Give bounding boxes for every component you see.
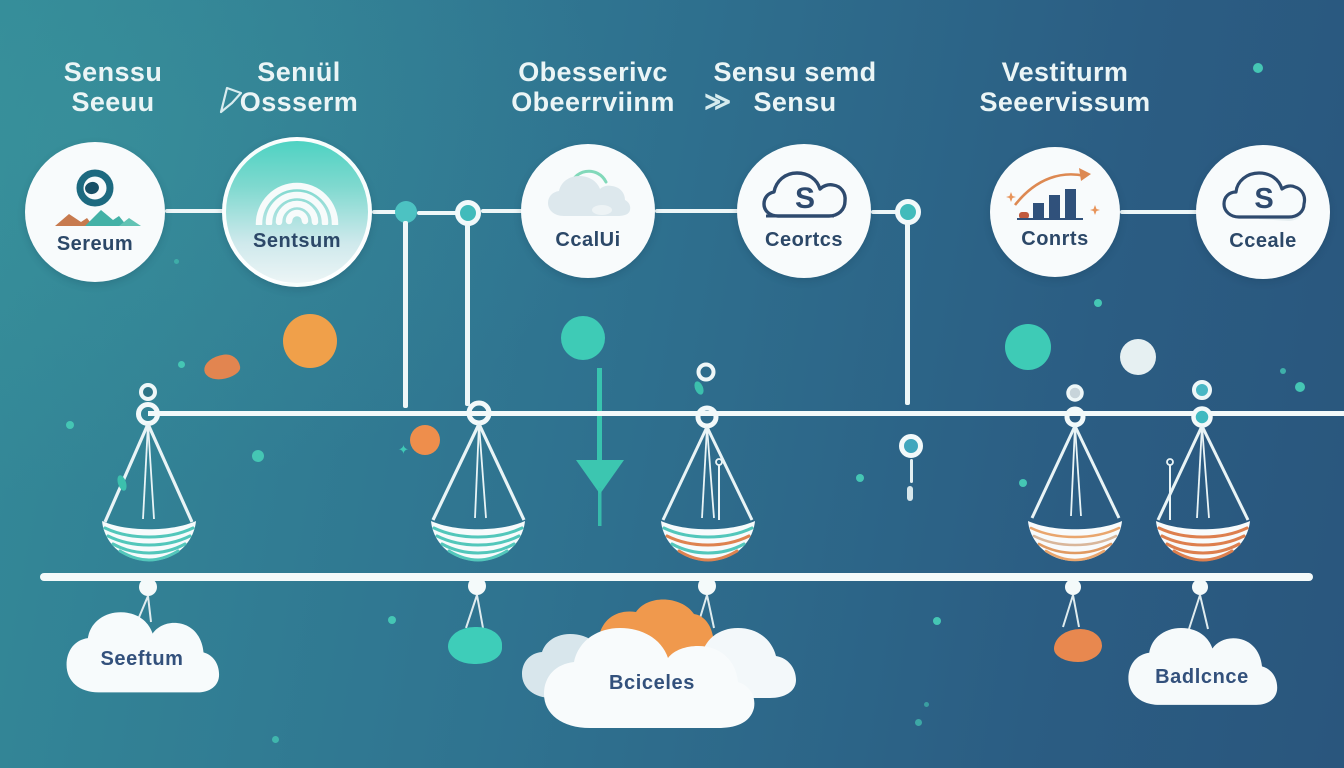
decorative-dot [174,259,179,264]
header-3-line1: Obesserivc [518,57,668,87]
decorative-dot [252,450,264,462]
hanging-stick [910,459,913,483]
drop-line [905,223,910,405]
orange-weight-blob [1054,629,1102,662]
cloud-s-icon: S [1222,171,1307,221]
header-1: Senssu Seeuu [3,57,223,117]
node-sereum: Sereum [25,142,165,282]
cloud-label: Badlcnce [1155,666,1249,688]
decorative-dot [1253,63,1263,73]
teal-weight-blob [448,627,502,664]
header-5-line1: Vestiturm [1001,57,1129,87]
hanging-stick-tip [907,486,913,501]
hanger [1188,579,1209,630]
sparkle-icon: ✦ [398,442,409,457]
flag-icon [219,86,243,114]
node-label: Conrts [1021,228,1089,250]
cloud-cluster [522,599,796,728]
decorative-dot [66,421,74,429]
pale-circle [1120,339,1156,375]
header-2-line1: Senıül [257,57,341,87]
decorative-dot [1295,382,1305,392]
connector-line [165,209,229,213]
decorative-dot [924,702,929,707]
axis-ring [899,434,923,458]
header-1-line1: Senssu [63,57,163,87]
hanger [1062,579,1081,628]
bottom-bar [40,573,1313,581]
cloud-shape [66,612,220,693]
balance-scale [661,362,755,562]
node-ceortcs: S Ceortcs [737,144,871,278]
teal-circle [1005,324,1051,370]
decorative-dot [1094,299,1102,307]
teal-circle [561,316,605,360]
connector-line [1120,210,1198,214]
node-label: Ceortcs [765,229,843,251]
down-arrow-icon [576,368,624,526]
balance-scale [431,400,526,562]
header-2-line2: Ossserm [239,87,359,117]
orange-blob [202,352,242,382]
signal-arcs-icon [255,182,339,225]
node-label: Cceale [1229,230,1297,252]
decorative-dot [856,474,864,482]
hanger [465,577,486,629]
decorative-dot [272,736,279,743]
connector-dot [395,201,417,223]
bar-chart-icon [1006,168,1100,220]
balance-scale [102,383,196,562]
node-sentsum: Sentsum [222,137,372,287]
connector-ring [455,200,481,226]
node-cceale: S Cceale [1196,145,1330,279]
connector-line [481,209,523,213]
decorative-dot [1019,479,1027,487]
header-1-line2: Seeuu [71,87,155,117]
decorative-dot [915,719,922,726]
main-axis-line [148,411,1344,416]
drop-line [465,224,470,406]
connector-line [871,210,897,214]
header-2: Senıül Ossserm [189,57,409,117]
cloud-letter: S [1254,183,1273,215]
decorative-dot [388,616,396,624]
cloud-letter: S [795,182,815,215]
connector-line [417,211,457,215]
connector-line [655,209,739,213]
header-4: Sensu semd Sensu [685,57,905,117]
node-conrts: Conrts [990,147,1120,277]
header-3: Obesserivc Obeerrviinm [463,57,723,117]
node-label: Sereum [56,233,134,255]
decorative-dot [1280,368,1286,374]
node-ccalui: CcalUi [521,144,655,278]
connector-line [372,210,398,214]
balance-scale [1156,380,1250,562]
cloud-icon [548,169,631,216]
cloud-label: Seeftum [100,648,184,670]
target-mountains-icon [55,169,141,226]
cloud-s-icon: S [762,171,847,218]
header-4-line2: Sensu [753,87,837,117]
orange-circle [283,314,337,368]
node-label: Sentsum [253,230,341,252]
header-4-line1: Sensu semd [713,57,877,87]
orange-circle [410,425,440,455]
connector-ring [895,199,921,225]
chevron-right-icon: ≫ [704,86,732,116]
header-5: Vestiturm Seeervissum [935,57,1195,117]
drop-line [403,221,408,408]
header-3-line2: Obeerrviinm [511,87,675,117]
decorative-dot [178,361,185,368]
cloud-label: Bciceles [609,672,695,694]
node-label: CcalUi [555,229,621,251]
cloud-shape [1128,627,1278,705]
balance-scale [1028,384,1122,562]
header-5-line2: Seeervissum [979,87,1151,117]
decorative-dot [933,617,941,625]
